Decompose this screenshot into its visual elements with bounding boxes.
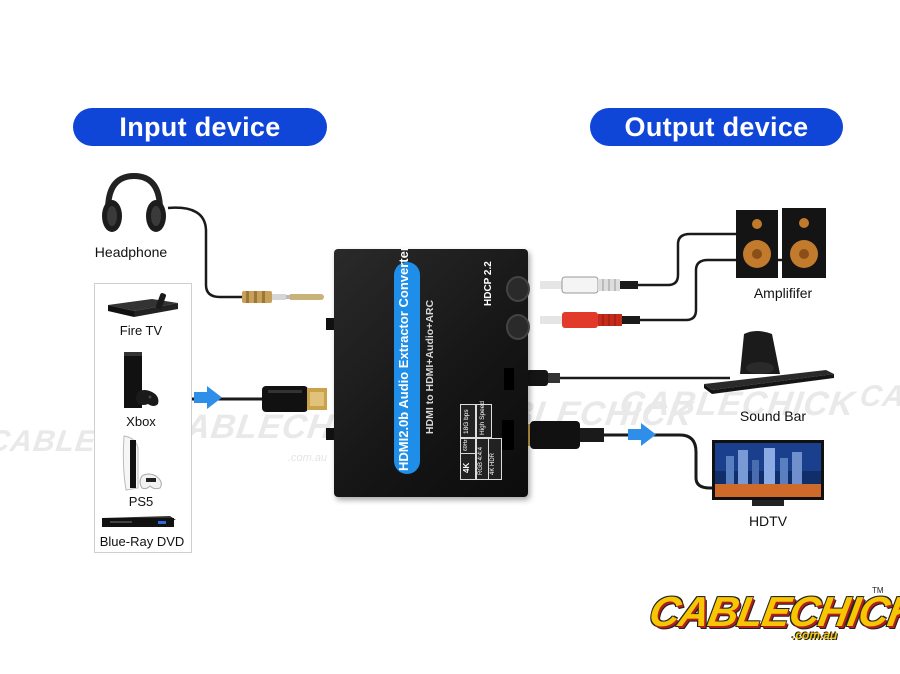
rca-red-cable <box>640 258 790 322</box>
spec-60hz-badge: 60Hz <box>460 438 476 454</box>
bluray-player-icon <box>102 516 176 527</box>
device-title-strip <box>394 262 420 474</box>
spec-hdr-badge: 4K HDR <box>488 438 502 480</box>
rca-white-cable <box>638 232 740 287</box>
device-subtitle: HDMI to HDMI+Audio+ARC <box>424 299 436 435</box>
rca-jack-bottom <box>506 314 530 340</box>
watermark-center-domain: .com.au <box>288 452 328 464</box>
output-device-header: Output device <box>590 108 843 146</box>
input-devices-panel <box>94 283 192 553</box>
cablechick-logo-tm: TM <box>872 586 884 595</box>
sound-bar-label: Sound Bar <box>739 408 807 424</box>
ps5-icon <box>122 435 162 491</box>
fire-tv-icon <box>108 293 178 317</box>
amplifier-label: Amplififer <box>753 285 813 301</box>
hdmi-output-cable <box>604 433 716 490</box>
arrow-input-icon <box>194 386 222 409</box>
device-side-ports <box>326 318 334 458</box>
xbox-label: Xbox <box>126 414 156 429</box>
headphone-jack-icon <box>242 291 324 303</box>
hdtv-icon <box>712 440 824 506</box>
rca-white-plug-icon <box>540 276 638 294</box>
cablechick-logo: CABLECHICK <box>645 588 900 635</box>
headphone-cable <box>167 206 265 299</box>
hdtv-label: HDTV <box>748 513 788 529</box>
rca-red-plug-icon <box>540 312 640 328</box>
hdmi-out-port <box>502 420 514 450</box>
spec-4k-badge: 4K <box>460 452 476 480</box>
spec-speed-badge: High Speed <box>476 401 492 438</box>
headphone-label: Headphone <box>94 244 168 260</box>
optical-port <box>504 368 514 390</box>
ps5-label: PS5 <box>128 494 154 509</box>
amplifier-speakers-icon <box>736 208 826 278</box>
device-title: HDMI2.0b Audio Extractor Converter <box>396 246 411 471</box>
hdmi-input-plug-icon <box>262 386 327 412</box>
cablechick-logo-domain: .com.au <box>792 628 838 642</box>
sound-bar-icon <box>704 331 834 394</box>
headphone-icon <box>102 172 166 232</box>
xbox-icon <box>124 352 159 408</box>
input-device-header: Input device <box>73 108 327 146</box>
arrow-output-icon <box>628 423 656 446</box>
device-hdcp: HDCP 2.2 <box>483 261 494 306</box>
fire-tv-label: Fire TV <box>119 323 163 338</box>
spec-bandwidth-badge: 18G bps <box>460 404 476 438</box>
bluray-label: Blue-Ray DVD <box>99 534 185 549</box>
rca-jack-top <box>506 276 530 302</box>
